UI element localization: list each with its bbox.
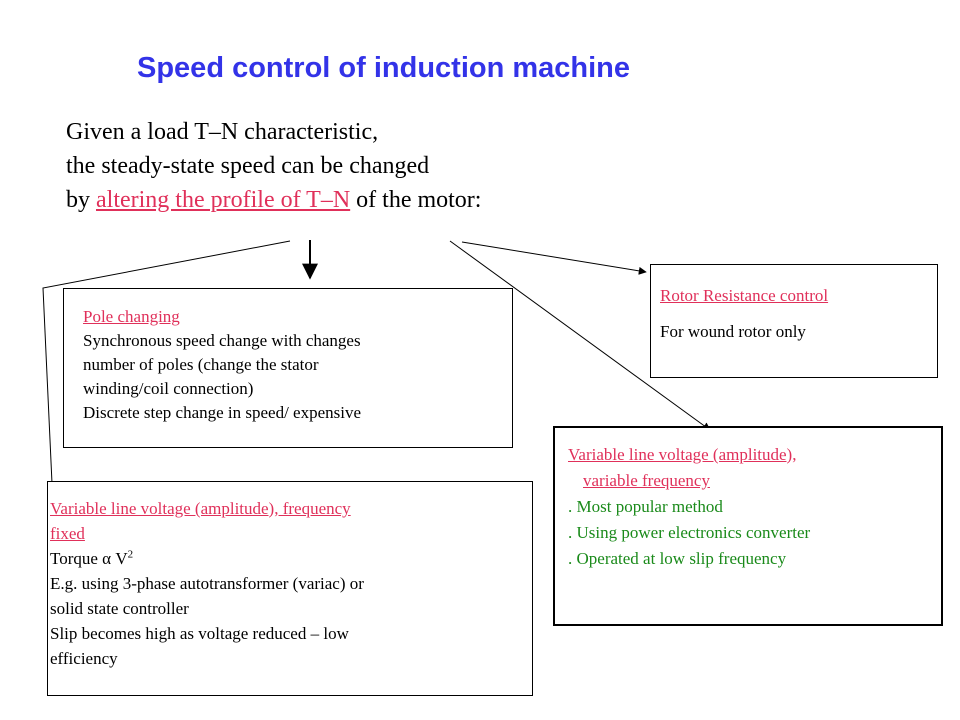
intro-line-1: Given a load T–N characteristic, [66, 119, 379, 145]
intro-highlight-link[interactable]: altering the profile of T–N [96, 187, 351, 213]
page-title: Speed control of induction machine [137, 52, 631, 84]
fixed-frequency-box: Variable line voltage (amplitude), frequ… [47, 481, 533, 696]
torque-relation: Torque α V2 [50, 546, 532, 571]
variable-frequency-line: . Most popular method [568, 497, 723, 516]
arrow-to-rotor-resistance [461, 241, 647, 275]
pole-changing-line: winding/coil connection) [83, 379, 254, 398]
pole-changing-box: Pole changing Synchronous speed change w… [63, 288, 513, 448]
pole-changing-heading: Pole changing [83, 307, 180, 326]
rotor-resistance-box: Rotor Resistance control For wound rotor… [650, 264, 938, 378]
fixed-frequency-line: solid state controller [50, 599, 189, 618]
intro-line-3-suffix: of the motor: [350, 187, 482, 213]
fixed-frequency-heading-2: fixed [50, 524, 85, 543]
intro-text: Given a load T–N characteristic, the ste… [66, 115, 766, 217]
intro-line-3-prefix: by [66, 187, 96, 213]
fixed-frequency-line: E.g. using 3-phase autotransformer (vari… [50, 574, 364, 593]
variable-frequency-line: . Using power electronics converter [568, 523, 811, 542]
variable-frequency-heading-2: variable frequency [583, 471, 710, 490]
intro-line-2: the steady-state speed can be changed [66, 153, 430, 179]
pole-changing-line: number of poles (change the stator [83, 355, 319, 374]
fixed-frequency-line: efficiency [50, 649, 118, 668]
fixed-frequency-heading-1: Variable line voltage (amplitude), frequ… [50, 499, 351, 518]
torque-prefix: Torque [50, 549, 103, 568]
variable-frequency-line: . Operated at low slip frequency [568, 549, 787, 568]
proportional-symbol: α [102, 549, 112, 568]
voltage-variable: V [111, 549, 128, 568]
voltage-exponent: 2 [127, 548, 134, 561]
rotor-resistance-line: For wound rotor only [660, 322, 806, 341]
variable-frequency-heading-1: Variable line voltage (amplitude), [568, 445, 797, 464]
pole-changing-line: Discrete step change in speed/ expensive [83, 403, 362, 422]
fixed-frequency-line: Slip becomes high as voltage reduced – l… [50, 624, 349, 643]
rotor-resistance-heading: Rotor Resistance control [660, 286, 829, 305]
pole-changing-line: Synchronous speed change with changes [83, 331, 361, 350]
intro-line-3: by altering the profile of T–N of the mo… [66, 183, 766, 217]
variable-frequency-box: Variable line voltage (amplitude), varia… [553, 426, 943, 626]
